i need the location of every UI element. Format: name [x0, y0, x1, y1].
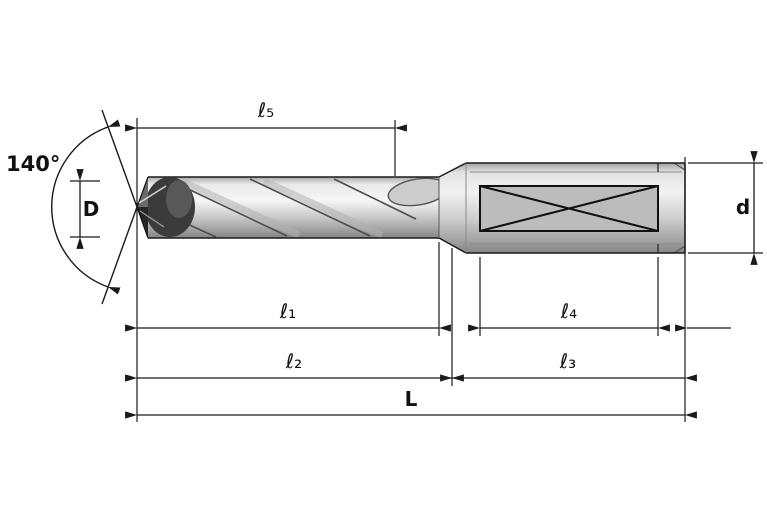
dimensions [76, 124, 758, 419]
point-edges [136, 176, 149, 239]
label-l5: ℓ₅ [257, 98, 274, 122]
spiral-flute-line [333, 178, 417, 220]
point-angle [51, 109, 138, 305]
point-angle-face-extensions [101, 109, 138, 305]
label-l2: ℓ₂ [285, 349, 302, 373]
cutting-edge-highlights [138, 185, 167, 228]
flat-cross-diagonal [479, 185, 659, 232]
drill [136, 162, 686, 254]
label-l3: ℓ₃ [559, 349, 576, 373]
taper-edges [438, 162, 467, 254]
point-gash-highlight [166, 180, 192, 218]
neck-taper [439, 163, 466, 253]
spiral-flute-line [249, 178, 371, 237]
shank-flat-edges [470, 171, 682, 245]
label-L: L [405, 387, 418, 411]
point-angle-label: 140° [6, 152, 60, 176]
label-d: d [736, 195, 750, 219]
label-l1: ℓ₁ [279, 299, 296, 323]
clamping-flat [479, 185, 659, 232]
point-angle-arc [51, 119, 121, 295]
shank-end-chamfer [673, 162, 686, 254]
body-edges [148, 176, 439, 239]
label-l4: ℓ₄ [560, 299, 577, 323]
label-D: D [83, 197, 100, 221]
flute-shading [179, 177, 384, 239]
